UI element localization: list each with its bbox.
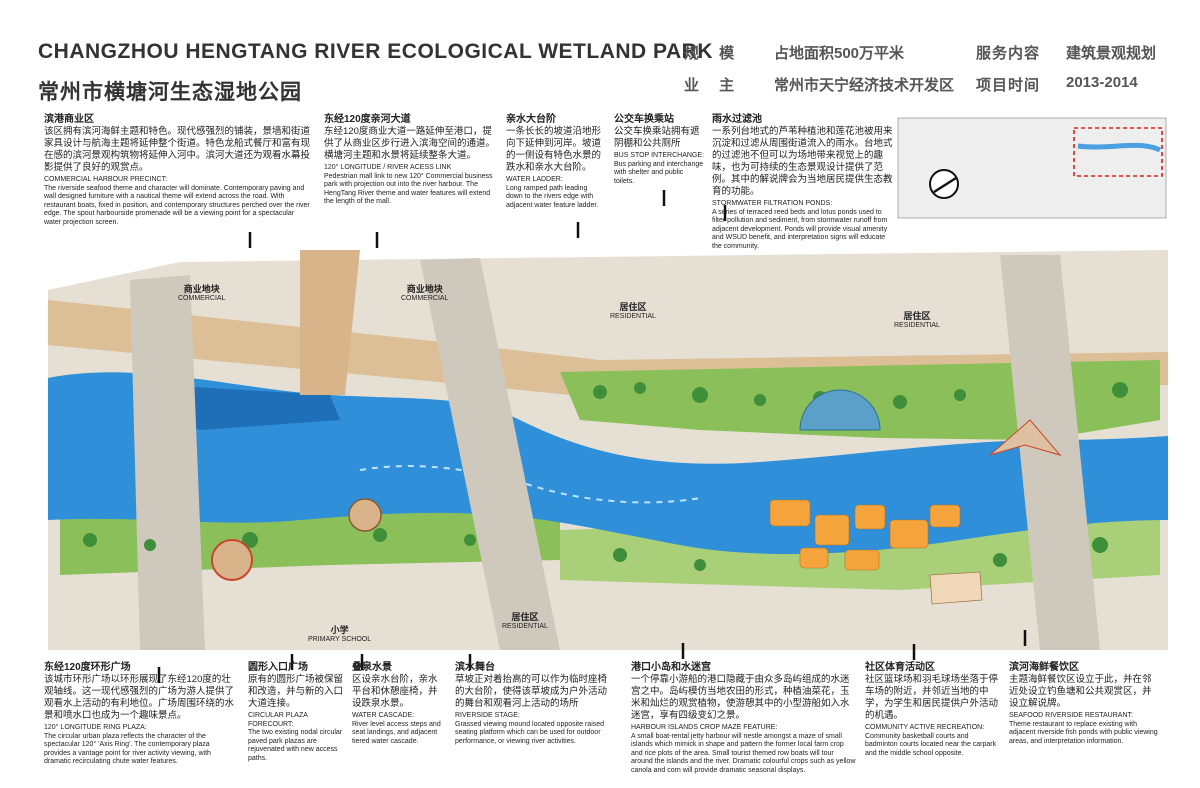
seafood-fan xyxy=(989,419,1062,456)
note-harbour-islands: 港口小岛和水迷宫 一个停靠小游船的港口隐藏于由众多岛屿组成的水迷宫之中。岛屿模仿… xyxy=(631,662,856,774)
service-value: 建筑景观规划 xyxy=(1066,45,1157,62)
mall-axis xyxy=(300,250,360,395)
note-riverside-stage: 滨水舞台 草坡正对着抬高的可以作为临时座椅的大台阶，使得该草坡成为户外活动的舞台… xyxy=(455,662,608,745)
note-water-cascade: 叠泉水景 区设亲水台阶，亲水平台和休憩座椅，并设跌泉水景。 WATER CASC… xyxy=(352,662,441,745)
note-ring-plaza: 东经120度环形广场 该城市环形广场以环形展现了东经120度的壮观轴线。这一现代… xyxy=(44,662,235,765)
note-circular-plaza: 圆形入口广场 原有的圆形广场被保留和改造，并与新的入口大道连接。 CIRCULA… xyxy=(248,662,344,762)
time-value: 2013-2014 xyxy=(1066,74,1138,91)
time-label: 项目时间 xyxy=(976,77,1041,94)
title-en: CHANGZHOU HENGTANG RIVER ECOLOGICAL WETL… xyxy=(38,40,713,63)
note-seafood-restaurant: 滨河海鲜餐饮区 主题海鲜餐饮区设立于此，并在邻近处设立钓鱼塘和公共观赏区，并设立… xyxy=(1009,662,1158,745)
callout-lines xyxy=(157,190,1027,683)
note-river-access-link: 东经120度亲河大道 东经120度商业大道一路延伸至港口，提供了从商业区步行进入… xyxy=(324,114,496,205)
service-label: 服务内容 xyxy=(976,45,1041,62)
scale-label: 规 模 xyxy=(684,45,743,62)
inset-map xyxy=(897,117,1167,219)
stormwater-terraces xyxy=(799,389,881,431)
note-stormwater-ponds: 雨水过滤池 一系列台地式的芦苇种植池和莲花池被用来沉淀和过滤从周围街道流入的雨水… xyxy=(712,114,893,250)
sports-courts xyxy=(929,571,983,605)
river-highlight xyxy=(359,465,701,504)
ring-plaza xyxy=(211,539,253,581)
north-arrow-icon xyxy=(929,169,959,199)
inset-river xyxy=(1077,142,1162,153)
harbour-basin xyxy=(150,385,340,430)
owner-label: 业 主 xyxy=(684,77,743,94)
harbour-islands xyxy=(769,499,961,571)
title-cn: 常州市横塘河生态湿地公园 xyxy=(38,81,302,104)
bridge-west xyxy=(130,275,205,650)
note-commercial-harbour: 滨港商业区 该区拥有滨河海鲜主题和特色。现代感强烈的铺装，景墙和街道家具设计与航… xyxy=(44,114,311,226)
note-bus-interchange: 公交车换乘站 公交车换乘站拥有遮阴棚和公共厕所 BUS STOP INTERCH… xyxy=(614,114,704,185)
note-community-recreation: 社区体育活动区 社区篮球场和羽毛球场坐落于停车场的附近，并邻近当地的中学，为学生… xyxy=(865,662,999,757)
note-water-ladder: 亲水大台阶 一条长长的坡道沿地形向下延伸到河岸。坡道的一侧设有特色水景的跌水和亲… xyxy=(506,114,602,209)
owner-value: 常州市天宁经济技术开发区 xyxy=(774,77,955,94)
inset-highlight xyxy=(1073,127,1163,177)
scale-value: 占地面积500万平米 xyxy=(774,45,905,62)
bridge-centre xyxy=(420,258,560,650)
circular-plaza xyxy=(348,498,382,532)
